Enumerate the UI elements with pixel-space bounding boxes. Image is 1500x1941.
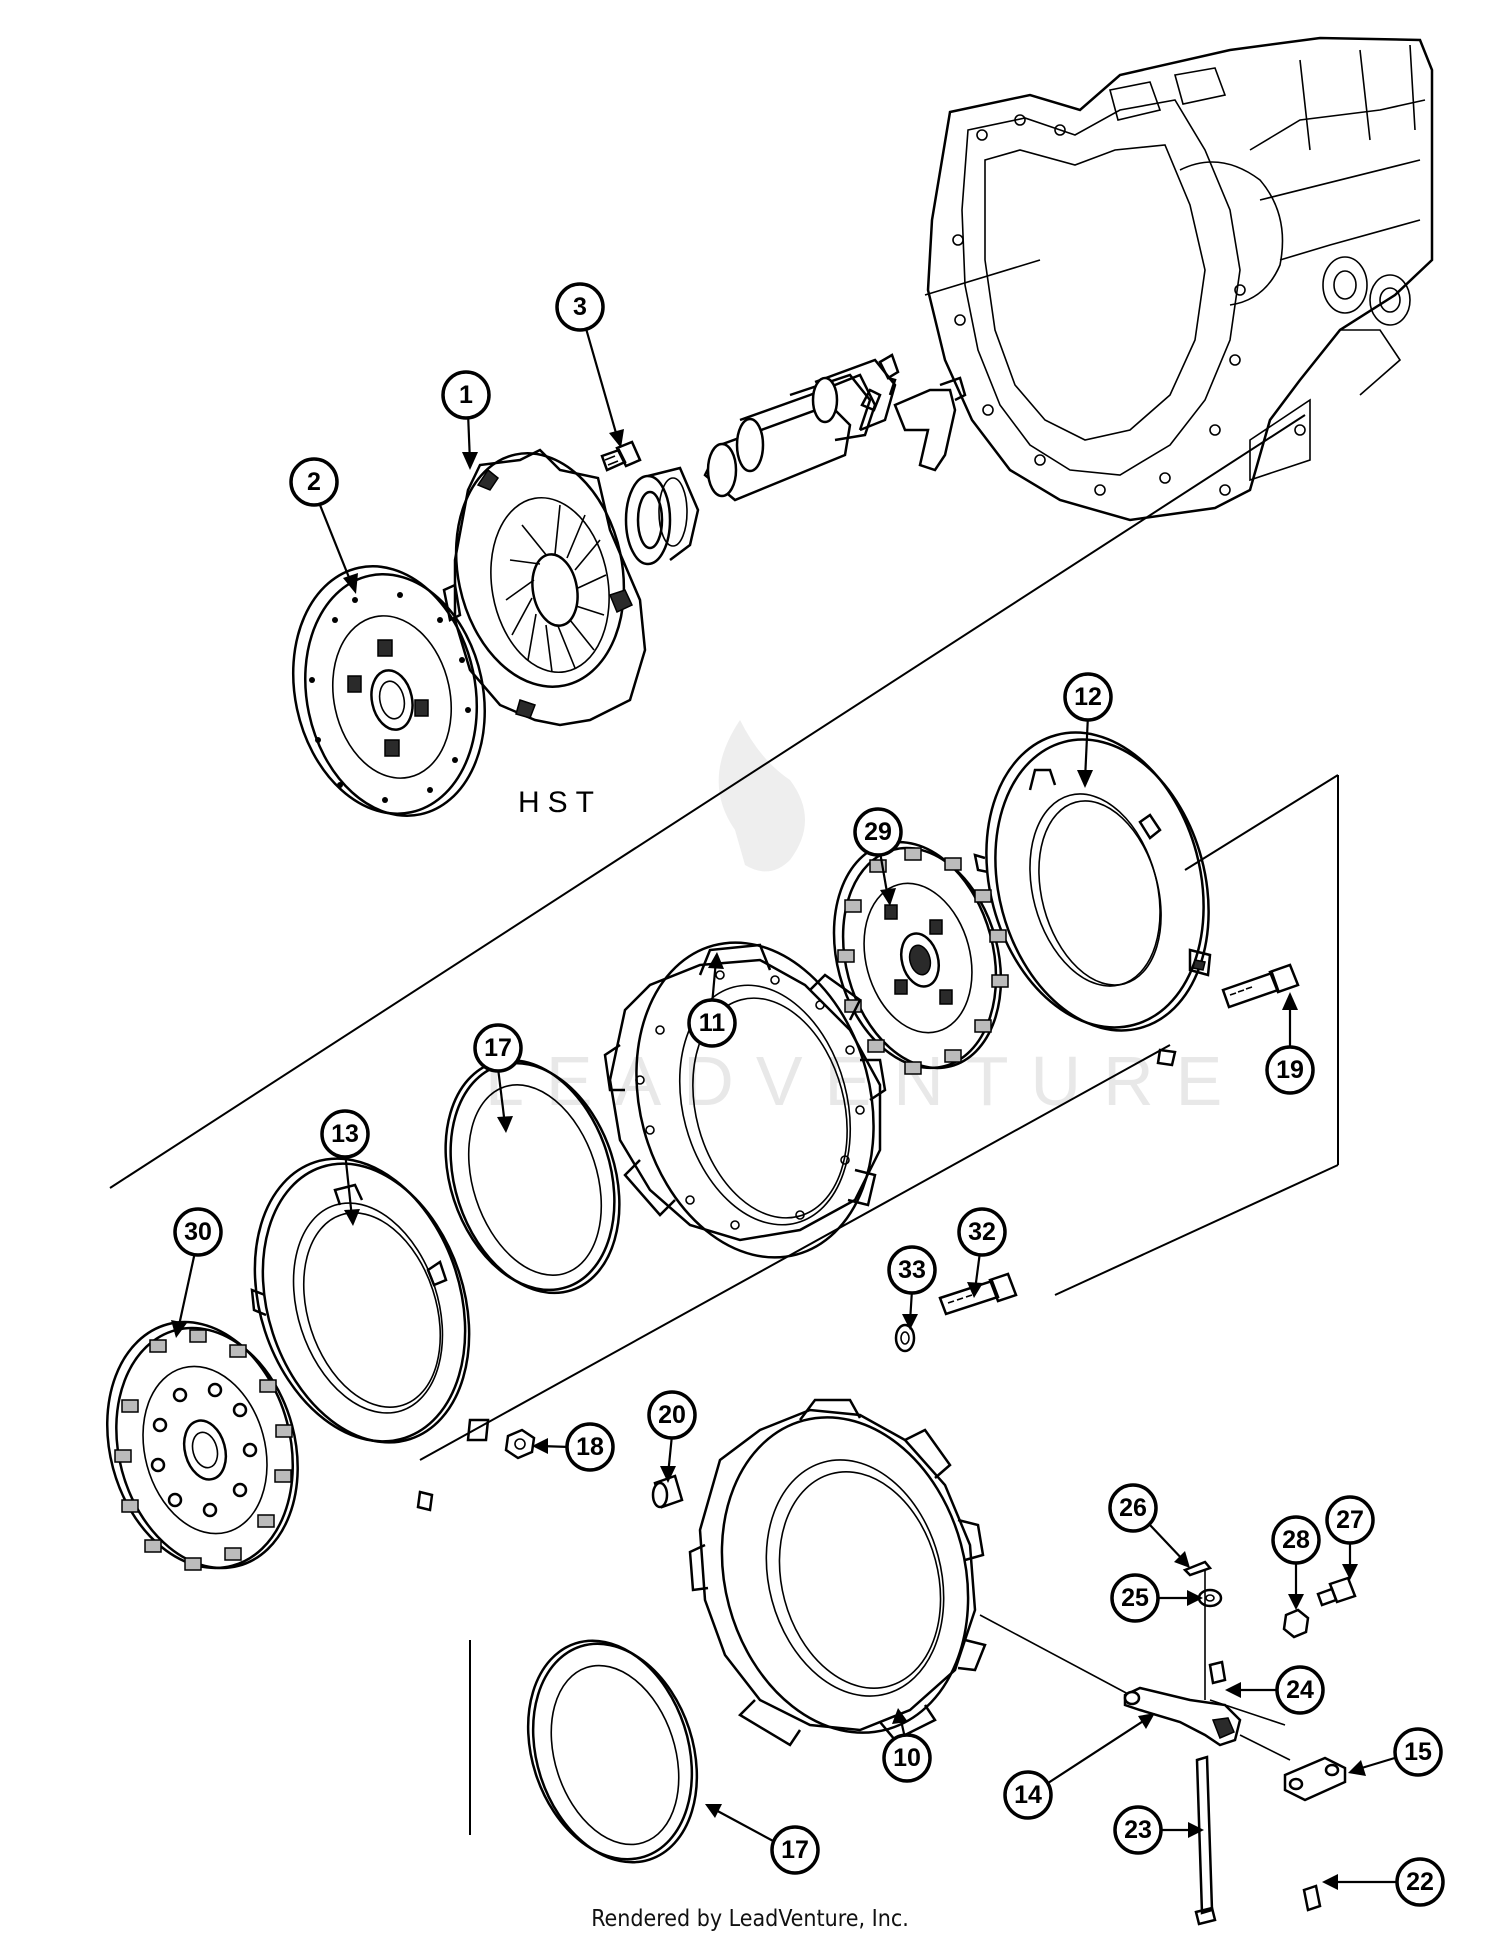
svg-text:25: 25: [1121, 1584, 1149, 1612]
washer-33: [894, 1323, 916, 1353]
callout-25: 25: [1110, 1573, 1160, 1623]
svg-text:14: 14: [1014, 1781, 1042, 1809]
pressure-housing-11: [603, 941, 887, 1259]
svg-text:22: 22: [1406, 1868, 1434, 1896]
svg-text:23: 23: [1124, 1816, 1152, 1844]
leader-lines: [171, 324, 1400, 1890]
svg-text:33: 33: [898, 1256, 926, 1284]
callout-28: 28: [1271, 1515, 1321, 1565]
svg-text:24: 24: [1286, 1676, 1314, 1704]
lever-assembly: [979, 1560, 1357, 1926]
callout-32: 32: [957, 1207, 1007, 1257]
bushing-20: [651, 1474, 684, 1509]
svg-text:3: 3: [573, 293, 587, 321]
middle-assembly-plane: [109, 414, 1339, 1835]
svg-text:20: 20: [658, 1401, 686, 1429]
nut-18: [504, 1428, 536, 1460]
callout-20: 20: [647, 1390, 697, 1440]
svg-text:12: 12: [1074, 683, 1102, 711]
callout-1: 1: [441, 370, 491, 420]
svg-text:2: 2: [307, 468, 321, 496]
svg-text:11: 11: [699, 1009, 726, 1037]
svg-text:15: 15: [1404, 1738, 1432, 1766]
callout-22: 22: [1395, 1857, 1445, 1907]
callout-30: 30: [173, 1207, 223, 1257]
friction-disc-30: [105, 1320, 299, 1571]
svg-text:30: 30: [184, 1218, 212, 1246]
callout-13: 13: [320, 1109, 370, 1159]
svg-text:LEADVENTURE: LEADVENTURE: [485, 1042, 1244, 1120]
callout-14: 14: [1003, 1770, 1053, 1820]
svg-text:13: 13: [331, 1120, 359, 1148]
svg-text:17: 17: [781, 1836, 809, 1864]
svg-text:17: 17: [484, 1034, 512, 1062]
svg-text:28: 28: [1282, 1526, 1310, 1554]
callout-3: 3: [555, 282, 605, 332]
svg-text:26: 26: [1119, 1494, 1147, 1522]
friction-ring-17-lower: [526, 1639, 699, 1864]
callout-2: 2: [289, 457, 339, 507]
svg-text:27: 27: [1336, 1506, 1364, 1534]
callout-19: 19: [1265, 1045, 1315, 1095]
bolt-32: [938, 1272, 1018, 1316]
transmission-housing: [926, 36, 1434, 522]
callout-24: 24: [1275, 1665, 1325, 1715]
callout-27: 27: [1325, 1495, 1375, 1545]
svg-text:32: 32: [968, 1218, 996, 1246]
bolt-19: [1221, 963, 1300, 1009]
callouts: 1 2 3 10 11 12 13 14 15 17 17 18 19 20 2…: [173, 282, 1445, 1907]
bolt-3: [600, 440, 642, 472]
callout-26: 26: [1108, 1483, 1158, 1533]
pressure-plate-12: [973, 731, 1212, 1067]
svg-text:19: 19: [1276, 1056, 1304, 1084]
callout-33: 33: [887, 1245, 937, 1295]
callout-12: 12: [1063, 672, 1113, 722]
callout-18: 18: [565, 1422, 615, 1472]
svg-text:29: 29: [864, 818, 892, 846]
clutch-disc-2: [291, 565, 486, 817]
callout-17-lower: 17: [770, 1825, 820, 1875]
svg-text:1: 1: [459, 381, 473, 409]
callout-15: 15: [1393, 1727, 1443, 1777]
callout-11: 11: [687, 998, 737, 1048]
flywheel-housing-10: [688, 1398, 987, 1747]
callout-17-upper: 17: [473, 1023, 523, 1073]
svg-text:10: 10: [893, 1744, 921, 1772]
footer-credit: Rendered by LeadVenture, Inc.: [591, 1906, 909, 1932]
svg-text:18: 18: [576, 1433, 604, 1461]
callout-29: 29: [853, 807, 903, 857]
callout-10: 10: [882, 1733, 932, 1783]
pressure-plate-13: [250, 1157, 490, 1512]
callout-23: 23: [1113, 1805, 1163, 1855]
pressure-plate-1: [442, 448, 647, 727]
release-bearing-assembly: [624, 259, 1041, 566]
section-label-hst: HST: [518, 786, 602, 819]
